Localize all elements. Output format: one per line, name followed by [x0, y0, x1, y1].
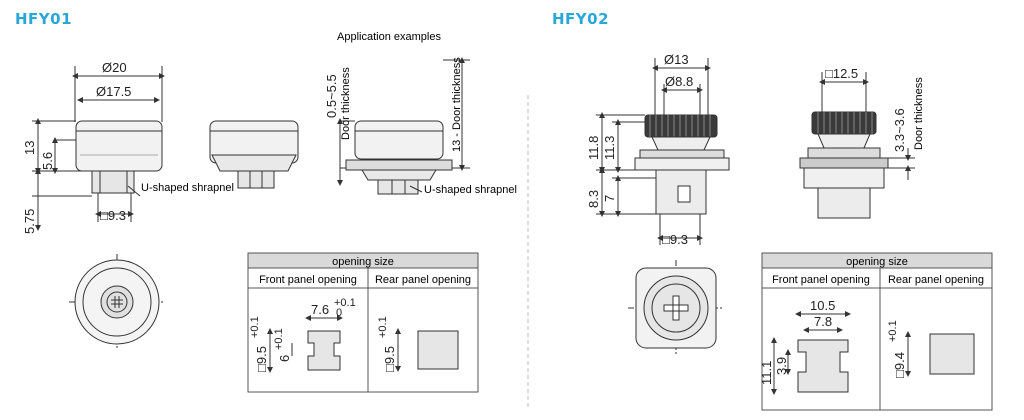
hfy01-table-col2: Rear panel opening [375, 274, 471, 286]
hfy01-table-col1: Front panel opening [259, 274, 357, 286]
hfy01-height-shank: 5.75 [22, 209, 37, 234]
hfy01-table-header: opening size [332, 256, 394, 268]
hfy01-rear-height-tol: +0.1 [377, 316, 389, 338]
hfy01-side-view [32, 66, 165, 231]
hfy01-front-height: □9.5 [254, 346, 269, 372]
hfy02-height-c: 8.3 [586, 190, 601, 208]
hfy01-outer-dia: Ø20 [102, 60, 127, 75]
hfy02-rear-height-tol: +0.1 [887, 320, 899, 342]
hfy02-top-view [628, 260, 724, 356]
application-examples-title: Application examples [337, 31, 441, 43]
hfy02-table-col1: Front panel opening [772, 274, 870, 286]
hfy01-front-width-tol: +0.1 [334, 297, 356, 309]
hfy02-side-view [596, 58, 730, 245]
hfy01-u-shaped-label-2: U-shaped shrapnel [424, 184, 517, 196]
hfy01-door-range-2: 13 - Door thickness [451, 57, 463, 152]
hfy01-square: □9.3 [100, 208, 126, 223]
hfy01-top-view [69, 254, 165, 350]
hfy02-height-d: 7 [602, 195, 617, 202]
hfy02-rear-height: □9.4 [892, 352, 907, 378]
hfy02-application-view [799, 72, 915, 219]
hfy01-front-inner-tol: +0.1 [273, 328, 285, 350]
hfy02-door-range: 3.3~3.6 [892, 108, 907, 152]
hfy01-front-inner: 6 [277, 355, 292, 362]
hfy02-front-width-inner: 7.8 [814, 314, 832, 329]
hfy02-front-inner: 3.9 [774, 357, 789, 375]
hfy01-opening-table [247, 252, 479, 393]
hfy02-door-thickness-label: Door thickness [913, 77, 925, 150]
hfy02-title: HFY02 [552, 10, 610, 28]
hfy02-height-b: 11.3 [602, 136, 617, 160]
hfy01-front-width-tol0: 0 [336, 307, 342, 319]
hfy01-u-shaped-label-1: U-shaped shrapnel [141, 182, 234, 194]
hfy02-square-top: □12.5 [825, 66, 858, 81]
hfy01-application-view [337, 57, 470, 195]
hfy01-door-range-1: 0.5~5.5 [324, 74, 339, 118]
hfy02-outer-dia: Ø13 [664, 52, 689, 67]
hfy02-front-height: 11.1 [759, 361, 774, 385]
hfy01-front-width: 7.6 [311, 302, 329, 317]
hfy01-rear-height: □9.5 [382, 346, 397, 372]
hfy01-title: HFY01 [15, 10, 73, 28]
hfy02-inner-dia: Ø8.8 [665, 74, 693, 89]
hfy01-height-body: 5.6 [40, 152, 55, 170]
hfy01-side-view-2 [209, 120, 299, 189]
hfy02-front-width-outer: 10.5 [810, 298, 835, 313]
hfy01-height-total: 13 [22, 141, 37, 155]
hfy01-inner-dia: Ø17.5 [96, 84, 131, 99]
hfy01-door-thickness-label: Door thickness [340, 67, 352, 140]
hfy02-table-header: opening size [846, 256, 908, 268]
hfy02-opening-table [761, 252, 993, 411]
hfy01-front-height-tol: +0.1 [249, 316, 261, 338]
hfy02-height-a: 11.8 [586, 136, 601, 160]
hfy02-table-col2: Rear panel opening [888, 274, 984, 286]
hfy02-square: □9.3 [662, 232, 688, 247]
